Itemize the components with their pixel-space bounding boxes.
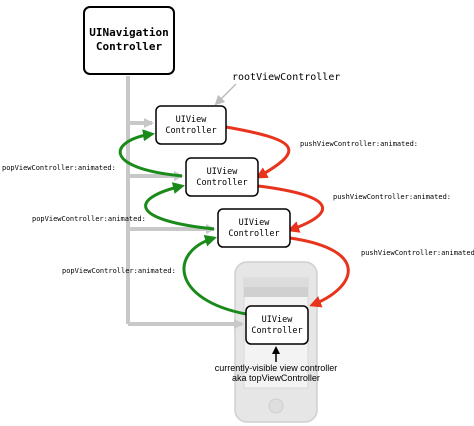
vc2-line2: Controller xyxy=(196,178,247,188)
root-view-controller-label: rootViewController xyxy=(232,72,340,83)
push-label-2: pushViewController:animated: xyxy=(333,193,451,201)
pop-label-1: popViewController:animated: xyxy=(2,164,116,172)
pop-arrow-1 xyxy=(118,129,183,178)
push-label-1: pushViewController:animated: xyxy=(300,140,418,148)
pop-label-2: popViewController:animated: xyxy=(32,215,146,223)
nav-controller-line1: UINavigation xyxy=(89,26,168,39)
caption-line2: aka topViewController xyxy=(232,373,320,383)
view-controller-box-2: UIView Controller xyxy=(185,157,259,197)
vc4-line1: UIView xyxy=(262,315,294,325)
push-arrows xyxy=(225,125,350,308)
pop-arrow-3 xyxy=(182,234,247,316)
nav-controller-line2: Controller xyxy=(96,40,163,53)
vc3-line2: Controller xyxy=(228,229,279,239)
push-arrow-3 xyxy=(289,236,350,308)
vc2-line1: UIView xyxy=(207,167,239,177)
push-arrow-1 xyxy=(225,125,291,179)
vc4-line2: Controller xyxy=(251,326,302,336)
root-pointer-arrow xyxy=(214,83,237,106)
caption-line1: currently-visible view controller xyxy=(215,363,338,373)
pop-label-3: popViewController:animated: xyxy=(62,267,176,275)
vc1-line1: UIView xyxy=(176,115,208,125)
view-controller-box-3: UIView Controller xyxy=(217,208,291,248)
vc1-line2: Controller xyxy=(165,126,216,136)
pop-arrow-2 xyxy=(144,182,215,231)
navigation-controller-box: UINavigation Controller xyxy=(83,6,175,75)
pop-arrows xyxy=(118,129,247,316)
push-label-3: pushViewController:animated: xyxy=(361,249,474,257)
push-arrow-2 xyxy=(257,184,325,233)
vc3-line1: UIView xyxy=(239,218,271,228)
view-controller-box-1: UIView Controller xyxy=(155,105,227,145)
view-controller-box-4: UIView Controller xyxy=(245,305,309,345)
